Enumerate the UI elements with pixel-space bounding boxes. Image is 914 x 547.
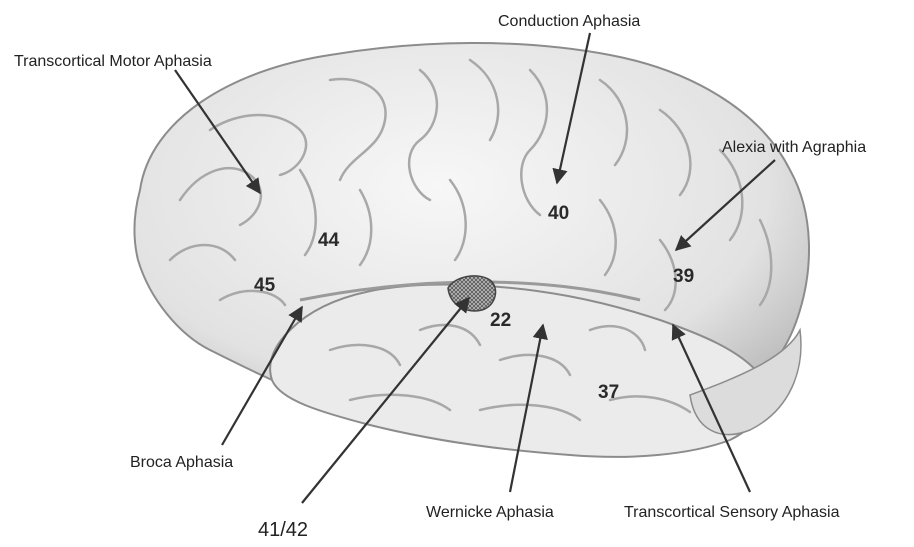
label-area-41-42: 41/42 — [258, 519, 308, 541]
label-alexia-with-agraphia: Alexia with Agraphia — [722, 139, 866, 156]
label-transcortical-sensory-aphasia: Transcortical Sensory Aphasia — [624, 504, 840, 521]
label-conduction-aphasia: Conduction Aphasia — [498, 13, 640, 30]
area-44: 44 — [318, 230, 340, 251]
label-wernicke-aphasia: Wernicke Aphasia — [426, 504, 554, 521]
area-40: 40 — [548, 203, 569, 224]
area-39: 39 — [673, 266, 694, 287]
area-45: 45 — [254, 275, 276, 296]
label-broca-aphasia: Broca Aphasia — [130, 454, 233, 471]
area-37: 37 — [598, 382, 619, 403]
area-22: 22 — [490, 310, 511, 331]
label-transcortical-motor-aphasia: Transcortical Motor Aphasia — [14, 53, 212, 70]
